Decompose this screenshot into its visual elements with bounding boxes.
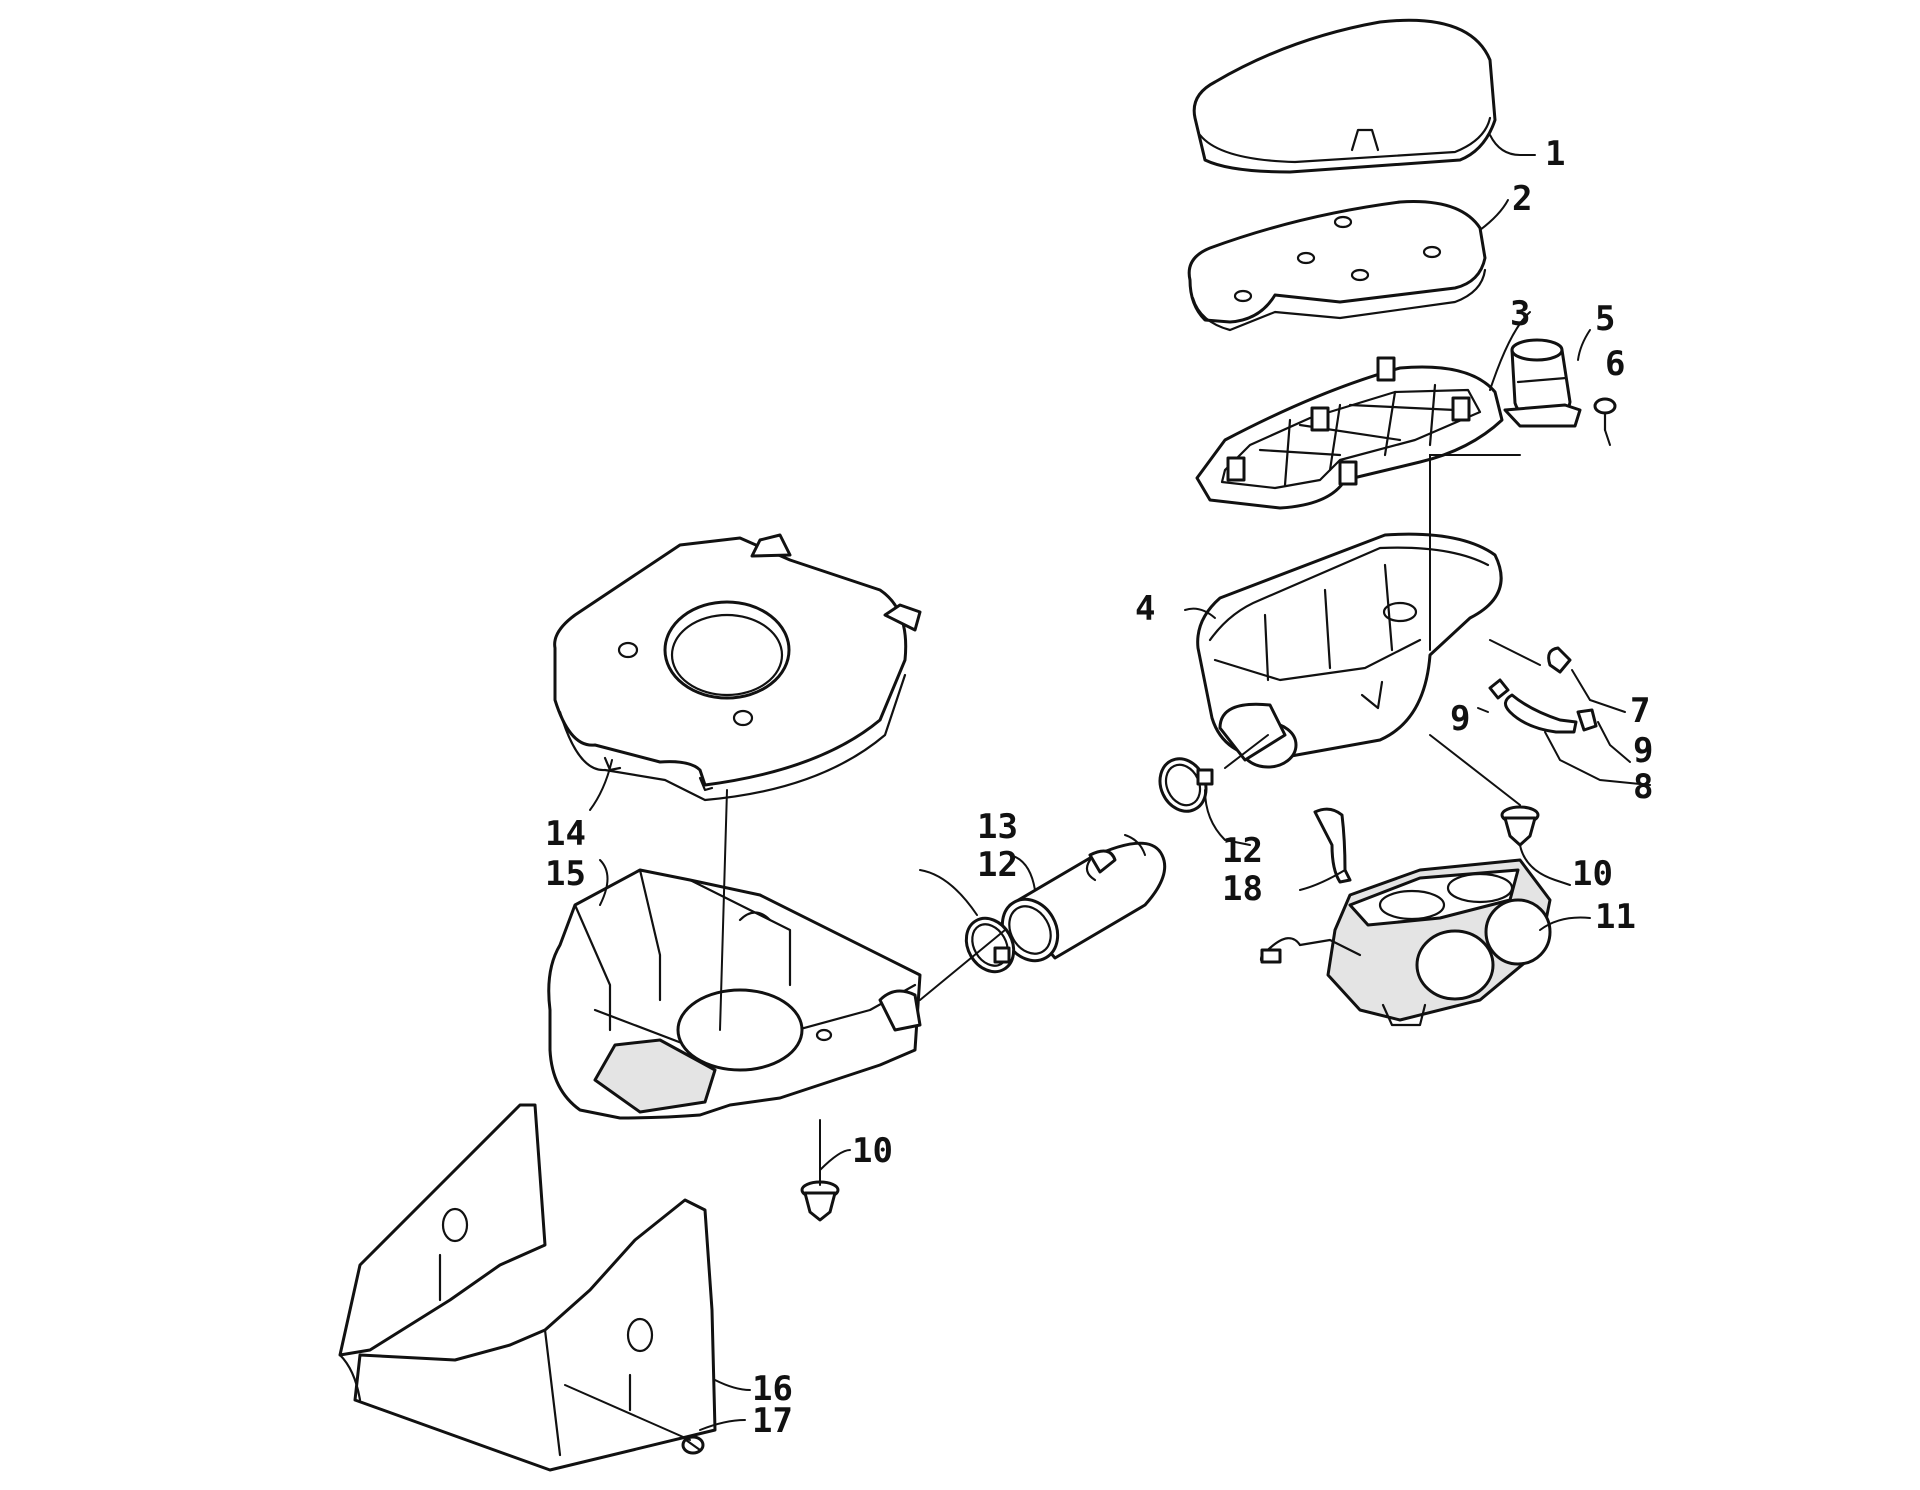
callout-6: 6	[1605, 344, 1625, 384]
callout-14: 14	[545, 814, 586, 854]
callout-17: 17	[752, 1401, 793, 1441]
callout-4: 4	[1135, 589, 1155, 629]
callout-18: 18	[1222, 869, 1263, 909]
callout-10-left: 10	[852, 1131, 893, 1171]
callout-9-right: 9	[1633, 731, 1653, 771]
air-filter	[1187, 200, 1487, 332]
callout-15: 15	[545, 854, 586, 894]
hose-clamp-right	[1576, 708, 1598, 732]
silencer-cover	[553, 533, 922, 802]
callout-2: 2	[1512, 179, 1532, 219]
filter-cage	[1195, 356, 1504, 510]
hose-clamp-a	[1158, 757, 1214, 813]
callout-7: 7	[1630, 691, 1650, 731]
drain-hose	[1504, 693, 1578, 734]
heat-shield	[338, 1103, 717, 1472]
intake-boot	[1503, 338, 1582, 428]
throttle-body	[1259, 858, 1552, 1027]
grommet-right	[1500, 805, 1540, 847]
callout-10-right: 10	[1572, 854, 1613, 894]
grommet-left	[800, 1180, 840, 1222]
hose-clamp-b	[964, 916, 1016, 974]
callout-16: 16	[752, 1369, 793, 1409]
silencer-base	[547, 868, 922, 1120]
clip	[1547, 646, 1572, 674]
hose-clamp-left	[1488, 678, 1510, 700]
callout-13: 13	[977, 807, 1018, 847]
callout-1: 1	[1545, 134, 1565, 174]
airbox-base	[1196, 532, 1503, 769]
callout-8: 8	[1633, 767, 1653, 807]
vent-hose	[1313, 807, 1352, 884]
callout-11: 11	[1595, 897, 1636, 937]
airbox-cover	[1192, 18, 1497, 174]
callout-12-left: 12	[977, 845, 1018, 885]
callout-5: 5	[1595, 299, 1615, 339]
callout-3: 3	[1510, 294, 1530, 334]
callout-labels: 1 2 3 5 6 4 7 9 9 8 10 11 12 18 13 12 14…	[545, 134, 1653, 1441]
leader-lines	[564, 134, 1651, 1441]
shield-screw	[681, 1435, 705, 1455]
screw	[1593, 397, 1617, 432]
callout-9-left: 9	[1450, 699, 1470, 739]
callout-12-right: 12	[1222, 831, 1263, 871]
